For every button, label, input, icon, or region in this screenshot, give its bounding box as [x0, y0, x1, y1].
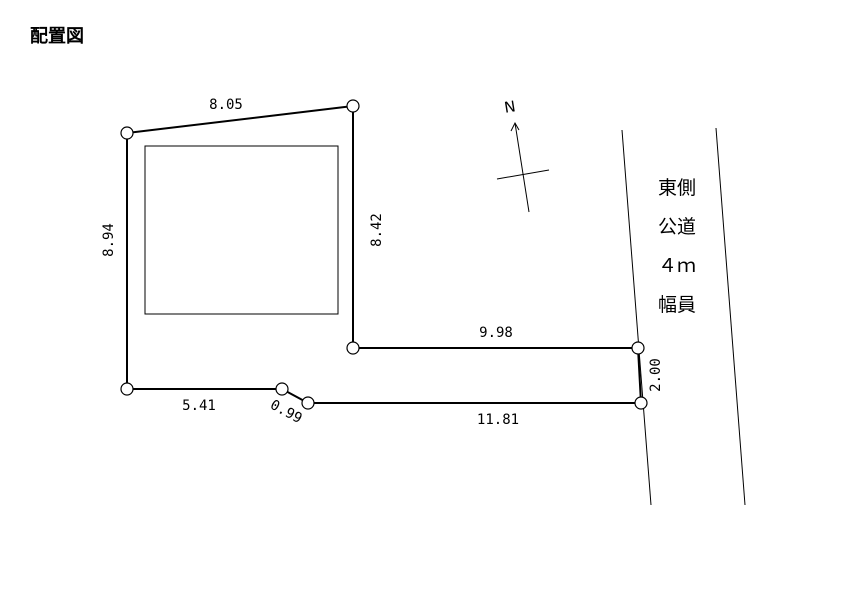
dimension-middle: 9.98	[479, 325, 513, 341]
lot-boundary-lower	[126, 133, 643, 404]
vertex-marker	[631, 341, 645, 355]
road-label-line1: 東側	[658, 177, 696, 199]
road-label-line4: 幅員	[658, 294, 696, 316]
road-west-edge	[621, 129, 652, 506]
dimension-road-side: 2.00	[648, 358, 664, 392]
road-label-line2: 公道	[658, 216, 696, 238]
vertex-marker	[346, 99, 360, 113]
vertex-marker	[120, 382, 134, 396]
dimension-inner-right: 8.42	[369, 213, 385, 247]
diagram-title: 配置図	[30, 26, 84, 47]
dimension-top: 8.05	[209, 97, 243, 113]
north-label: N	[503, 97, 517, 117]
vertex-marker	[301, 396, 315, 410]
building-footprint	[144, 145, 339, 315]
north-arrow-crossbar	[496, 169, 550, 180]
dimension-bottom-right: 11.81	[477, 412, 519, 428]
lot-boundary-upper	[126, 104, 638, 349]
vertex-marker	[275, 382, 289, 396]
vertex-marker	[120, 126, 134, 140]
north-arrow-axis	[514, 122, 530, 213]
dimension-bottom-left: 5.41	[182, 398, 216, 414]
north-arrow-head-icon	[510, 121, 520, 132]
dimension-bottom-small: 0.99	[267, 397, 304, 427]
north-arrow: N	[496, 97, 550, 213]
road-label-line3: ４ｍ	[658, 255, 696, 277]
road-east-edge	[715, 127, 746, 506]
vertex-marker	[634, 396, 648, 410]
vertex-marker	[346, 341, 360, 355]
dimension-left: 8.94	[101, 223, 117, 257]
